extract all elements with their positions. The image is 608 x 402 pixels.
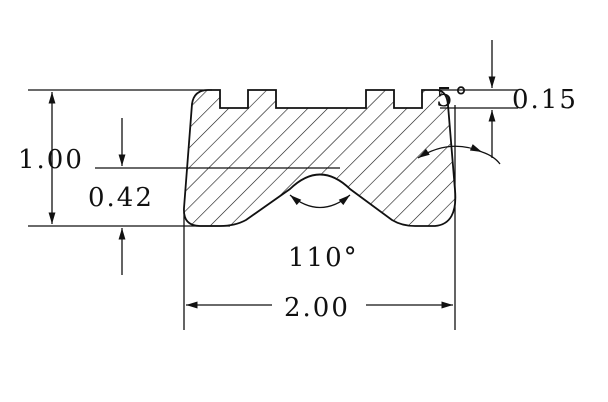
dim-arc-groove-angle [289,194,351,208]
dim-label-slot-depth: 0.15 [512,85,578,115]
dim-label-width: 2.00 [284,293,350,323]
dim-arc-draft-tail [481,151,501,165]
profile-section [183,89,457,227]
dim-label-groove-angle: 110° [288,243,359,273]
dim-arc-draft-angle [417,144,483,159]
dim-label-height: 1.00 [18,145,84,175]
dim-label-draft-angle: 5° [436,83,470,113]
dim-label-groove-depth: 0.42 [88,183,154,213]
